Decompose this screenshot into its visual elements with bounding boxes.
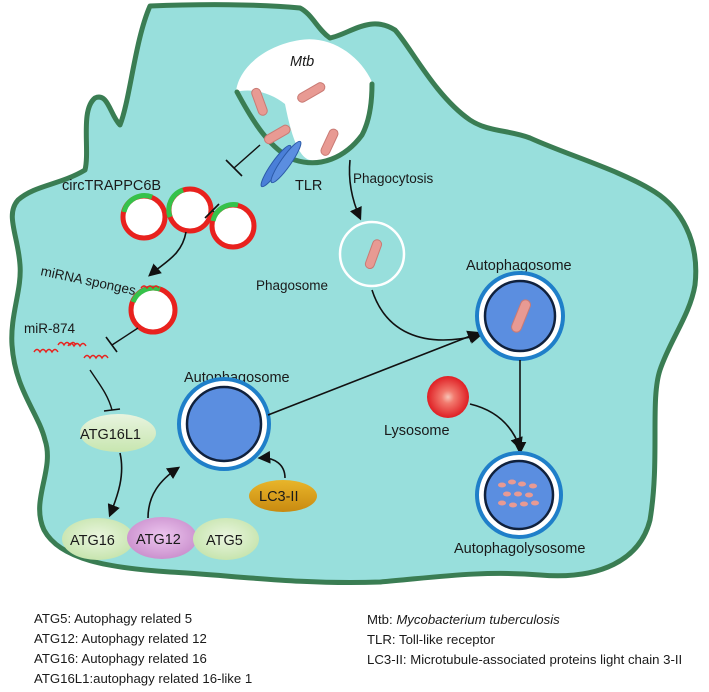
circ-inhibit-bar [204, 203, 220, 219]
legend-atg16l1: ATG16L1:autophagy related 16-like 1 [34, 671, 253, 686]
atg16l1-label: ATG16L1 [80, 427, 141, 443]
lc3-blob [249, 480, 317, 512]
mir874-label: miR-874 [24, 321, 76, 336]
legend-atg16: ATG16: Autophagy related 16 [34, 651, 207, 666]
phagocytic-cup-membrane [234, 81, 375, 166]
autophagolysosome-label: Autophagolysosome [454, 541, 585, 557]
phagocytosis-arrow [348, 159, 362, 221]
lysosome-arrow [469, 403, 523, 451]
inhibit-bar [225, 159, 243, 177]
mtb-bacterium [251, 87, 268, 116]
circtrappc6b-group [120, 186, 257, 250]
autophagosome-center-inner [185, 385, 263, 463]
mtb-label: Mtb [290, 54, 314, 70]
atg5-blob [193, 518, 259, 560]
complex-to-autophagosome-arrow [147, 466, 181, 519]
legend-atg5: ATG5: Autophagy related 5 [34, 611, 193, 626]
phagosome-label: Phagosome [256, 278, 328, 293]
atg16-label: ATG16 [70, 533, 115, 549]
sponge-inhibits-mir [111, 327, 139, 346]
mtb-bacterium [320, 128, 339, 156]
legend-atg12: ATG12: Autophagy related 12 [34, 631, 207, 646]
mir-inhibit-bar [103, 408, 121, 412]
lc3-to-autophagosome-arrow [257, 450, 286, 479]
mtb-bacterium [297, 82, 326, 103]
atg16l1-blob [80, 414, 156, 452]
tlr-receptor [260, 140, 302, 188]
legend-mtb-full: Mycobacterium tuberculosis [396, 612, 560, 627]
circtrappc6b-label: circTRAPPC6B [62, 178, 161, 194]
lysosome [427, 376, 469, 418]
autophagosome-to-right-arrow [267, 330, 481, 416]
autophagosome-right-label: Autophagosome [466, 258, 572, 274]
degraded-bacteria [498, 479, 539, 508]
lc3-label: LC3-II [259, 489, 299, 505]
legend-lc3: LC3-II: Microtubule-associated proteins … [367, 652, 683, 667]
circ-to-sponge-arrow [148, 231, 187, 277]
mirna-sponge [128, 285, 178, 335]
atg12-label: ATG12 [136, 532, 181, 548]
mir-inhibits-atg16l1 [89, 369, 113, 411]
atg12-blob [127, 517, 197, 559]
mtb-bacterium [264, 124, 291, 145]
mir874-molecules [33, 341, 109, 360]
tlr-label: TLR [295, 178, 322, 194]
mtb-inhibits-circ [233, 144, 261, 169]
legend-tlr: TLR: Toll-like receptor [367, 632, 496, 647]
autophagosome-bacterium [511, 299, 531, 333]
legend-right: Mtb: Mycobacterium tuberculosis TLR: Tol… [367, 610, 682, 670]
phagocytosis-label: Phagocytosis [353, 171, 434, 186]
phagosome-to-autophagosome-arrow [371, 289, 483, 344]
mtb-bacteria-group [251, 82, 339, 156]
atg16-blob [62, 518, 134, 560]
legend-mtb-abbr: Mtb: [367, 612, 397, 627]
atg16l1-to-complex-arrow [107, 452, 123, 518]
sponge-inhibit-bar [105, 336, 118, 353]
legend-left: ATG5: Autophagy related 5 ATG12: Autopha… [34, 609, 252, 689]
phagosome-bacterium [364, 239, 383, 270]
legend-mtb: Mtb: Mycobacterium tuberculosis [367, 610, 682, 630]
atg5-label: ATG5 [206, 533, 243, 549]
lysosome-label: Lysosome [384, 423, 450, 439]
